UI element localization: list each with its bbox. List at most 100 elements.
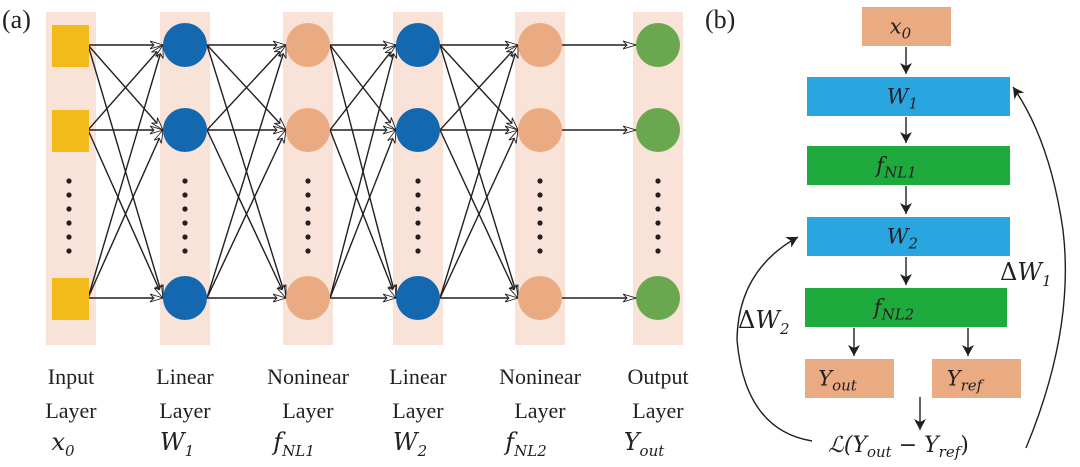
block-Yref-box xyxy=(932,359,1021,398)
node-linear1-2 xyxy=(163,276,207,320)
layer-caption-line1: Linear xyxy=(389,364,447,389)
ellipsis-dot xyxy=(415,206,421,212)
connection-linear2-2-to-nonlinear2-0 xyxy=(439,45,519,299)
ellipsis-dot xyxy=(655,234,661,240)
ellipsis-dot xyxy=(415,220,421,226)
connection-nonlinear1-2-to-linear2-0 xyxy=(329,45,396,299)
connection-input-1-to-linear1-0 xyxy=(87,45,163,131)
panel-a-label: (a) xyxy=(2,5,31,34)
loss-function-label: ℒ(Yout − Yref) xyxy=(828,433,969,461)
node-nonlinear1-0 xyxy=(286,23,330,67)
ellipsis-dot xyxy=(66,220,72,226)
block-W1-box xyxy=(807,77,1010,116)
feedback-label-W2: ΔW2 xyxy=(738,306,790,338)
node-nonlinear2-1 xyxy=(518,108,562,152)
panel-b-label: (b) xyxy=(705,5,735,34)
feedback-arrow-w1 xyxy=(1012,86,1067,449)
ellipsis-dot xyxy=(415,234,421,240)
node-linear1-1 xyxy=(163,108,207,152)
connection-nonlinear1-2-to-linear2-1 xyxy=(329,130,397,299)
ellipsis-dot xyxy=(655,206,661,212)
ellipsis-dot xyxy=(415,178,421,184)
ellipsis-dot xyxy=(182,178,188,184)
layer-caption-line2: Layer xyxy=(282,398,334,423)
node-nonlinear2-0 xyxy=(518,23,562,67)
ellipsis-dot xyxy=(182,220,188,226)
layer-symbol: W1 xyxy=(160,428,194,460)
node-output-1 xyxy=(636,108,680,152)
ellipsis-dot xyxy=(537,234,543,240)
node-input-0 xyxy=(52,25,89,67)
layer-caption-line1: Noninear xyxy=(267,364,350,389)
layer-symbol: x0 xyxy=(51,428,75,460)
ellipsis-dot xyxy=(305,178,311,184)
ellipsis-dot xyxy=(537,220,543,226)
connection-linear1-1-to-nonlinear1-0 xyxy=(206,45,286,131)
block-Yout: Yout xyxy=(805,359,894,398)
connection-nonlinear1-1-to-linear2-0 xyxy=(329,45,396,131)
layer-caption-line1: Input xyxy=(48,364,94,389)
layer-symbol: W2 xyxy=(393,428,427,460)
connection-linear2-1-to-nonlinear2-0 xyxy=(439,45,518,131)
layer-caption-line1: Output xyxy=(627,364,688,389)
ellipsis-dot xyxy=(655,220,661,226)
ellipsis-dot xyxy=(182,234,188,240)
feedback-label-W1: ΔW1 xyxy=(1000,258,1052,290)
layer-symbol: fNL1 xyxy=(271,428,315,460)
ellipsis-dot xyxy=(537,248,543,254)
node-linear2-0 xyxy=(396,23,440,67)
ellipsis-dot xyxy=(66,248,72,254)
layer-symbol: fNL2 xyxy=(503,428,547,460)
node-output-0 xyxy=(636,23,680,67)
ellipsis-dot xyxy=(655,178,661,184)
ellipsis-dot xyxy=(537,178,543,184)
ellipsis-dot xyxy=(66,192,72,198)
layer-caption-line2: Layer xyxy=(45,398,97,423)
block-x0-box xyxy=(862,7,951,46)
ellipsis-dot xyxy=(182,248,188,254)
ellipsis-dot xyxy=(415,248,421,254)
node-nonlinear1-1 xyxy=(286,108,330,152)
ellipsis-dot xyxy=(655,248,661,254)
block-W2: W2 xyxy=(807,217,1010,256)
ellipsis-dot xyxy=(305,248,311,254)
layer-caption-line2: Layer xyxy=(392,398,444,423)
layer-caption-line2: Layer xyxy=(514,398,566,423)
connection-linear2-2-to-nonlinear2-1 xyxy=(439,130,518,299)
layer-symbol: Yout xyxy=(624,428,666,460)
block-fNL2-box xyxy=(805,288,1007,327)
ellipsis-dot xyxy=(537,192,543,198)
ellipsis-dot xyxy=(537,206,543,212)
ellipsis-dot xyxy=(305,206,311,212)
connection-input-2-to-linear1-0 xyxy=(87,45,164,299)
block-Yout-box xyxy=(805,359,894,398)
block-W1: W1 xyxy=(807,77,1010,116)
connection-linear1-2-to-nonlinear1-0 xyxy=(206,45,287,299)
block-fNL2: fNL2 xyxy=(805,288,1007,327)
block-fNL1: fNL1 xyxy=(807,146,1010,185)
flow-arrows xyxy=(736,47,1067,449)
node-linear1-0 xyxy=(163,23,207,67)
feedback-arrow-w2 xyxy=(736,236,813,442)
ellipsis-dot xyxy=(66,206,72,212)
connection-linear1-2-to-nonlinear1-1 xyxy=(206,130,286,299)
ellipsis-dot xyxy=(415,192,421,198)
layer-caption-line1: Linear xyxy=(156,364,214,389)
node-nonlinear1-2 xyxy=(286,276,330,320)
node-input-1 xyxy=(52,110,89,152)
ellipsis-dot xyxy=(305,234,311,240)
layer-caption-line2: Layer xyxy=(632,398,684,423)
ellipsis-dot xyxy=(655,192,661,198)
ellipsis-dot xyxy=(305,192,311,198)
node-nonlinear2-2 xyxy=(518,276,562,320)
ellipsis-dot xyxy=(305,220,311,226)
ellipsis-dot xyxy=(182,206,188,212)
ellipsis-dot xyxy=(182,192,188,198)
node-linear2-1 xyxy=(396,108,440,152)
block-x0: x0 xyxy=(862,7,951,46)
node-output-2 xyxy=(636,276,680,320)
layer-caption-line1: Noninear xyxy=(499,364,582,389)
